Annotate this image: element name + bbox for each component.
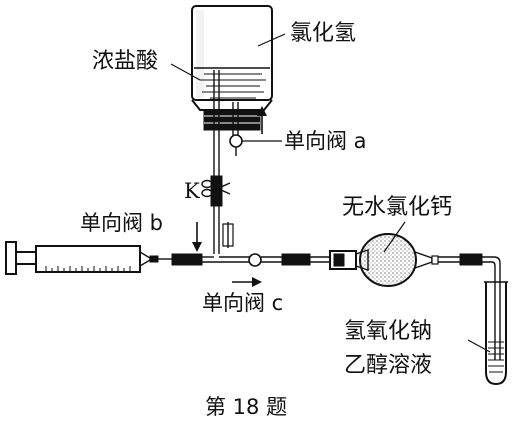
leader-hcl	[257, 33, 286, 47]
arrow-up-icon	[257, 106, 267, 134]
caption: 第 18 题	[205, 395, 287, 419]
horizontal-tube	[158, 253, 330, 267]
label-hydrogen-chloride: 氯化氢	[290, 21, 356, 46]
arrow-right-icon	[232, 277, 262, 287]
valve-a	[229, 130, 282, 156]
leader-cacl2	[383, 221, 406, 253]
vertical-tube	[210, 130, 223, 254]
label-anhydrous-cacl2: 无水氯化钙	[342, 195, 452, 220]
label-valve-c: 单向阀 c	[202, 291, 283, 315]
label-valve-a: 单向阀 a	[284, 129, 367, 153]
arrow-down-icon	[192, 222, 202, 252]
valve-b	[222, 222, 234, 248]
drying-tube	[329, 233, 501, 360]
label-clamp-k: K	[184, 179, 200, 203]
label-conc-hcl: 浓盐酸	[92, 49, 158, 74]
cacl2-bulb	[359, 233, 417, 287]
label-ethanol-solution: 乙醇溶液	[344, 353, 432, 378]
syringe	[5, 241, 159, 275]
label-naoh: 氢氧化钠	[344, 319, 432, 344]
inverted-bottle	[191, 5, 273, 131]
conc-hcl-liquid	[194, 67, 270, 99]
valve-c	[248, 253, 262, 267]
label-valve-b: 单向阀 b	[80, 211, 163, 235]
leader-naoh	[467, 339, 491, 353]
rubber-stopper	[203, 109, 261, 131]
clamp-k	[201, 179, 231, 198]
test-tube	[484, 281, 508, 386]
leader-conc-hcl	[170, 63, 201, 81]
